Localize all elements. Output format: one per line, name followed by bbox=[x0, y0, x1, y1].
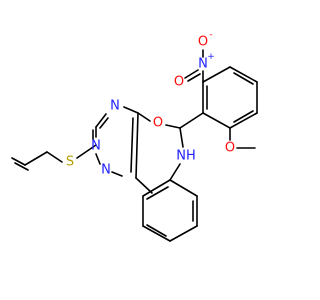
nitro-oxygen-top-charge: - bbox=[209, 30, 212, 40]
ring-oxygen-label: O bbox=[153, 116, 163, 131]
triazine-nitrogen-top-label: N bbox=[110, 99, 120, 114]
nitro-nitrogen-charge: + bbox=[207, 52, 215, 62]
atom-labels: N + O - O O O NH N N N S bbox=[66, 30, 235, 178]
nitro-oxygen-left-label: O bbox=[174, 75, 184, 90]
thioether-sulfur-label: S bbox=[66, 155, 74, 170]
triazine-nitrogen-left-label: N bbox=[91, 139, 101, 154]
triazine-nitrogen-bottom-label: N bbox=[101, 163, 111, 178]
methoxy-oxygen-label: O bbox=[225, 141, 235, 156]
nitro-nitrogen-label: N bbox=[198, 57, 208, 72]
molecule-structure: N + O - O O O NH N N N S bbox=[11, 30, 258, 242]
amine-nh-label: NH bbox=[176, 149, 196, 164]
nitro-oxygen-top-atom: O - bbox=[198, 30, 213, 50]
nitro-oxygen-top-label: O bbox=[198, 35, 208, 50]
nitro-nitrogen-atom: N + bbox=[198, 52, 215, 72]
bonds bbox=[11, 49, 258, 242]
